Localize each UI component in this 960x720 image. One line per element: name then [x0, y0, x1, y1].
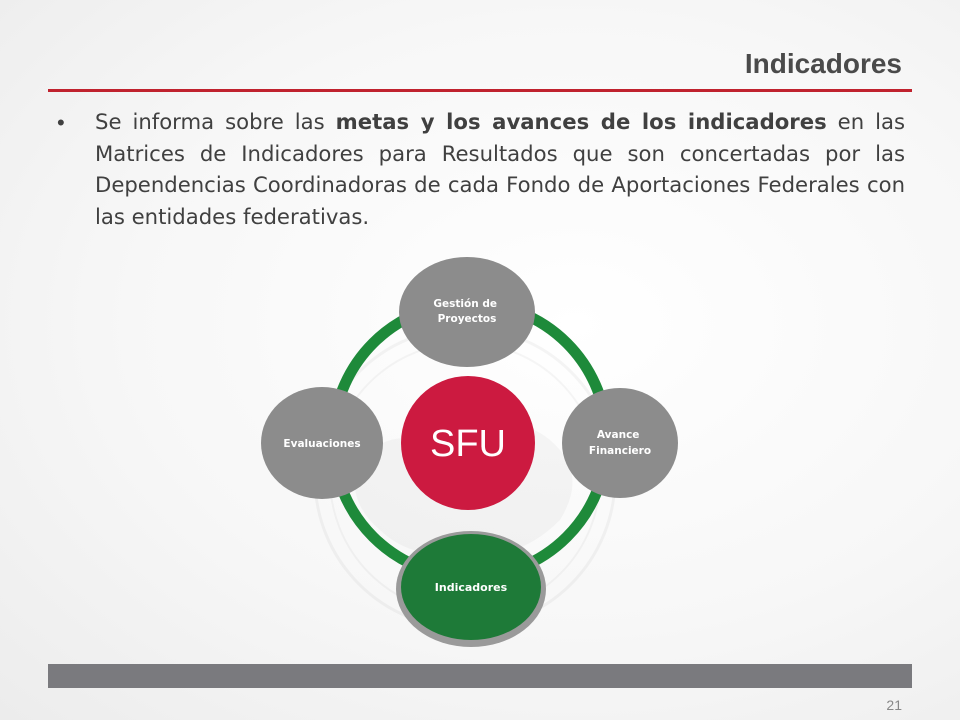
- node-label: Evaluaciones: [283, 438, 360, 450]
- node-evaluaciones[interactable]: Evaluaciones: [261, 387, 383, 499]
- node-label-line: Evaluaciones: [283, 438, 360, 450]
- node-gestion-proyectos[interactable]: Gestión de Proyectos: [399, 257, 535, 367]
- node-label: Indicadores: [435, 581, 508, 594]
- node-circle: [261, 387, 383, 499]
- node-label-line: Gestión de: [433, 298, 497, 310]
- page-number: 21: [886, 697, 902, 713]
- node-circle: [562, 388, 678, 498]
- bullet-marker: •: [57, 110, 65, 135]
- title-divider: [48, 89, 912, 92]
- node-avance-financiero[interactable]: Avance Financiero: [562, 388, 678, 498]
- footer-bar: [48, 664, 912, 688]
- node-indicadores[interactable]: Indicadores: [396, 531, 546, 647]
- node-circle-inner: [401, 534, 541, 640]
- center-circle: [401, 376, 535, 510]
- bullet-text-end: en las Matrices de Indicadores para Resu…: [95, 109, 905, 229]
- node-label-line: Financiero: [589, 445, 651, 457]
- node-label-line: Proyectos: [438, 313, 497, 325]
- slide-title: Indicadores: [744, 48, 902, 79]
- node-label-line: Indicadores: [435, 581, 508, 594]
- node-label-line: Avance: [597, 429, 640, 441]
- node-label: Avance Financiero: [589, 429, 651, 457]
- bullet-item: • Se informa sobre las metas y los avanc…: [57, 106, 905, 232]
- bullet-text-start: Se informa sobre las: [95, 109, 336, 134]
- node-label: Gestión de Proyectos: [433, 298, 500, 325]
- node-circle: [399, 257, 535, 367]
- center-label: SFU: [430, 423, 506, 465]
- bullet-text: Se informa sobre las metas y los avances…: [95, 106, 905, 232]
- center-node: SFU: [401, 376, 535, 510]
- bullet-text-bold: metas y los avances de los indicadores: [335, 109, 827, 134]
